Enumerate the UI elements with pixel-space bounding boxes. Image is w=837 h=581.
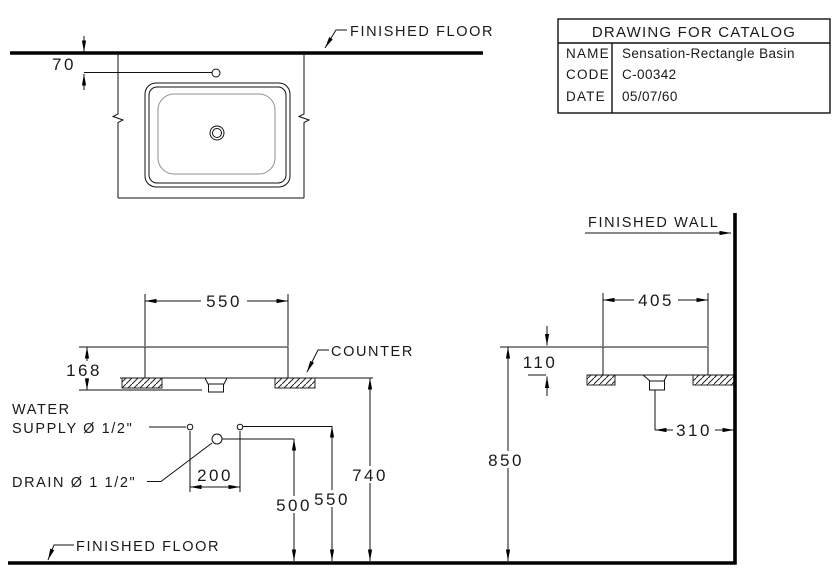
finished-wall-text: FINISHED WALL (588, 215, 719, 231)
dim-rim-above-counter: 110 (500, 326, 603, 396)
label-drain: DRAIN Ø 1 1/2" (12, 442, 213, 491)
side-basin-outline (602, 346, 709, 375)
dim-rim-above-counter-value: 110 (523, 353, 558, 372)
dim-basin-height-value: 168 (66, 361, 102, 380)
dim-supply-height-value: 550 (314, 490, 350, 509)
finished-floor-bottom-text: FINISHED FLOOR (76, 539, 220, 555)
label-counter: COUNTER (306, 344, 414, 373)
front-basin-outline (144, 346, 289, 378)
title-block-code-label: CODE (566, 67, 610, 82)
counter-text: COUNTER (331, 344, 414, 360)
dim-basin-width: 550 (144, 292, 289, 346)
title-block-name-value: Sensation-Rectangle Basin (622, 46, 795, 61)
label-finished-floor-top: FINISHED FLOOR (324, 24, 494, 49)
title-block-border (557, 18, 831, 114)
dim-drain-to-wall-value: 310 (676, 421, 712, 440)
dim-basin-depth-value: 405 (638, 291, 674, 310)
title-block-name-label: NAME (566, 46, 610, 61)
front-drain-trap-body (208, 383, 224, 393)
dim-drain-to-wall: 310 (654, 390, 734, 440)
dim-basin-depth: 405 (602, 291, 709, 346)
dim-supply-height: 550 (312, 426, 352, 561)
plan-counter-right-edge (297, 53, 311, 198)
dim-counter-height-value: 740 (352, 466, 388, 485)
plan-drain-icon (209, 125, 225, 141)
side-counter-hatch-right (692, 374, 736, 386)
title-block: DRAWING FOR CATALOG NAME Sensation-Recta… (557, 18, 831, 114)
plan-basin-rim-outer (144, 82, 291, 188)
water-supply-hole-right (236, 423, 244, 431)
side-counter-hatch-left (586, 374, 616, 386)
dim-drain-height-value: 500 (276, 496, 312, 515)
label-finished-wall: FINISHED WALL (585, 215, 731, 236)
water-supply-text-line2: SUPPLY Ø 1/2" (12, 421, 133, 437)
dim-drain-height: 500 (274, 439, 314, 561)
dim-faucet-offset: 70 (52, 36, 212, 90)
dim-faucet-offset-value: 70 (52, 55, 76, 74)
dim-basin-height: 168 (66, 346, 202, 391)
side-view: FINISHED WALL 405 110 (486, 213, 737, 565)
dim-basin-width-value: 550 (206, 292, 242, 311)
dim-rim-height: 850 (486, 347, 526, 561)
plan-view: 70 FINISHED FLOOR (10, 24, 494, 199)
title-block-title: DRAWING FOR CATALOG (592, 24, 796, 41)
dim-counter-height: 740 (350, 378, 390, 561)
dim-supply-spacing: 200 (189, 431, 241, 492)
title-block-code-value: C-00342 (622, 67, 677, 82)
front-view: 550 168 COUNTER WATER SUPPLY Ø 1/2" (12, 292, 414, 561)
plan-drain-icon-inner (212, 128, 222, 138)
front-drain-trap-flange (204, 377, 228, 385)
side-drain-trap-flange (641, 374, 668, 382)
label-water-supply: WATER SUPPLY Ø 1/2" (12, 402, 186, 437)
water-supply-text-line1: WATER (12, 402, 71, 418)
title-block-date-label: DATE (566, 89, 606, 104)
plan-basin-rim-inner (148, 86, 287, 184)
dim-supply-spacing-value: 200 (197, 466, 233, 485)
side-drain-trap-body (649, 380, 665, 391)
drain-text: DRAIN Ø 1 1/2" (12, 475, 136, 491)
water-supply-hole-left (186, 423, 194, 431)
counter-hatch-left (121, 377, 163, 389)
drain-hole (211, 433, 223, 445)
title-block-date-value: 05/07/60 (622, 89, 678, 104)
plan-counter-left-edge (111, 53, 125, 198)
counter-hatch-right (274, 377, 316, 389)
label-finished-floor-bottom: FINISHED FLOOR (47, 539, 220, 561)
dim-rim-height-value: 850 (488, 451, 524, 470)
plan-faucet-hole-icon (211, 68, 221, 78)
plan-basin-bowl (157, 93, 276, 175)
finished-floor-top-text: FINISHED FLOOR (350, 24, 494, 40)
